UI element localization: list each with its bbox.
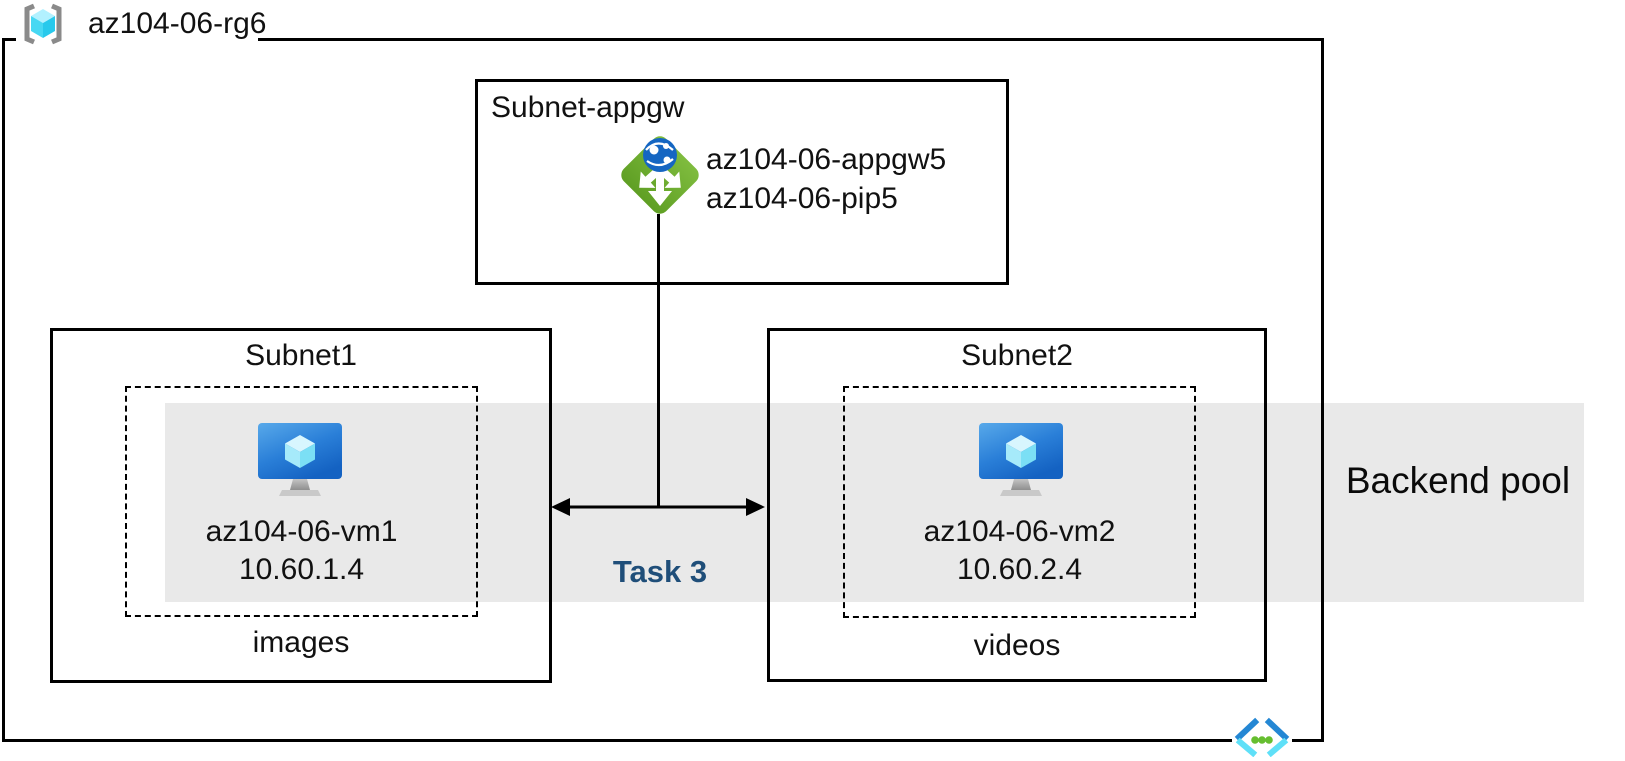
subnet-appgw-title: Subnet-appgw (491, 91, 685, 124)
double-headed-arrow (551, 498, 765, 516)
subnet-appgw-box: Subnet-appgw (475, 79, 1009, 285)
resource-group-label: az104-06-rg6 (88, 7, 267, 40)
appgw-labels: az104-06-appgw5 az104-06-pip5 (706, 140, 946, 218)
subnet2-dashed-box (843, 386, 1196, 618)
appgw-pip-label: az104-06-pip5 (706, 182, 898, 215)
virtual-network-icon (1232, 717, 1292, 757)
resource-group-icon (24, 3, 62, 45)
vm2-ip-label: 10.60.2.4 (956, 553, 1083, 586)
vm2-name-label: az104-06-vm2 (923, 515, 1116, 548)
vm2-labels: az104-06-vm2 10.60.2.4 (843, 513, 1196, 589)
appgw-name-label: az104-06-appgw5 (706, 143, 947, 176)
subnet1-dashed-box (125, 386, 478, 617)
resource-group-box (2, 38, 1324, 742)
virtual-machine-icon (258, 423, 342, 496)
subnet2-box: Subnet2 (767, 328, 1267, 682)
application-gateway-icon (621, 136, 699, 214)
backend-pool-band (165, 403, 1584, 602)
subnet2-title: Subnet2 (961, 339, 1073, 372)
subnet2-storage-label: videos (973, 629, 1061, 662)
appgw-connector-line (657, 214, 660, 508)
resource-group-border-top-stub (2, 38, 16, 41)
virtual-machine-icon (979, 423, 1063, 496)
task-label: Task 3 (612, 554, 708, 589)
backend-pool-label: Backend pool (1345, 460, 1571, 501)
vm1-labels: az104-06-vm1 10.60.1.4 (125, 513, 478, 589)
subnet1-box: Subnet1 (50, 328, 552, 683)
subnet1-title: Subnet1 (245, 339, 357, 372)
resource-group-border-top-line (258, 38, 1324, 41)
vm1-ip-label: 10.60.1.4 (238, 553, 365, 586)
subnet1-storage-label: images (252, 626, 350, 659)
vm1-name-label: az104-06-vm1 (205, 515, 398, 548)
